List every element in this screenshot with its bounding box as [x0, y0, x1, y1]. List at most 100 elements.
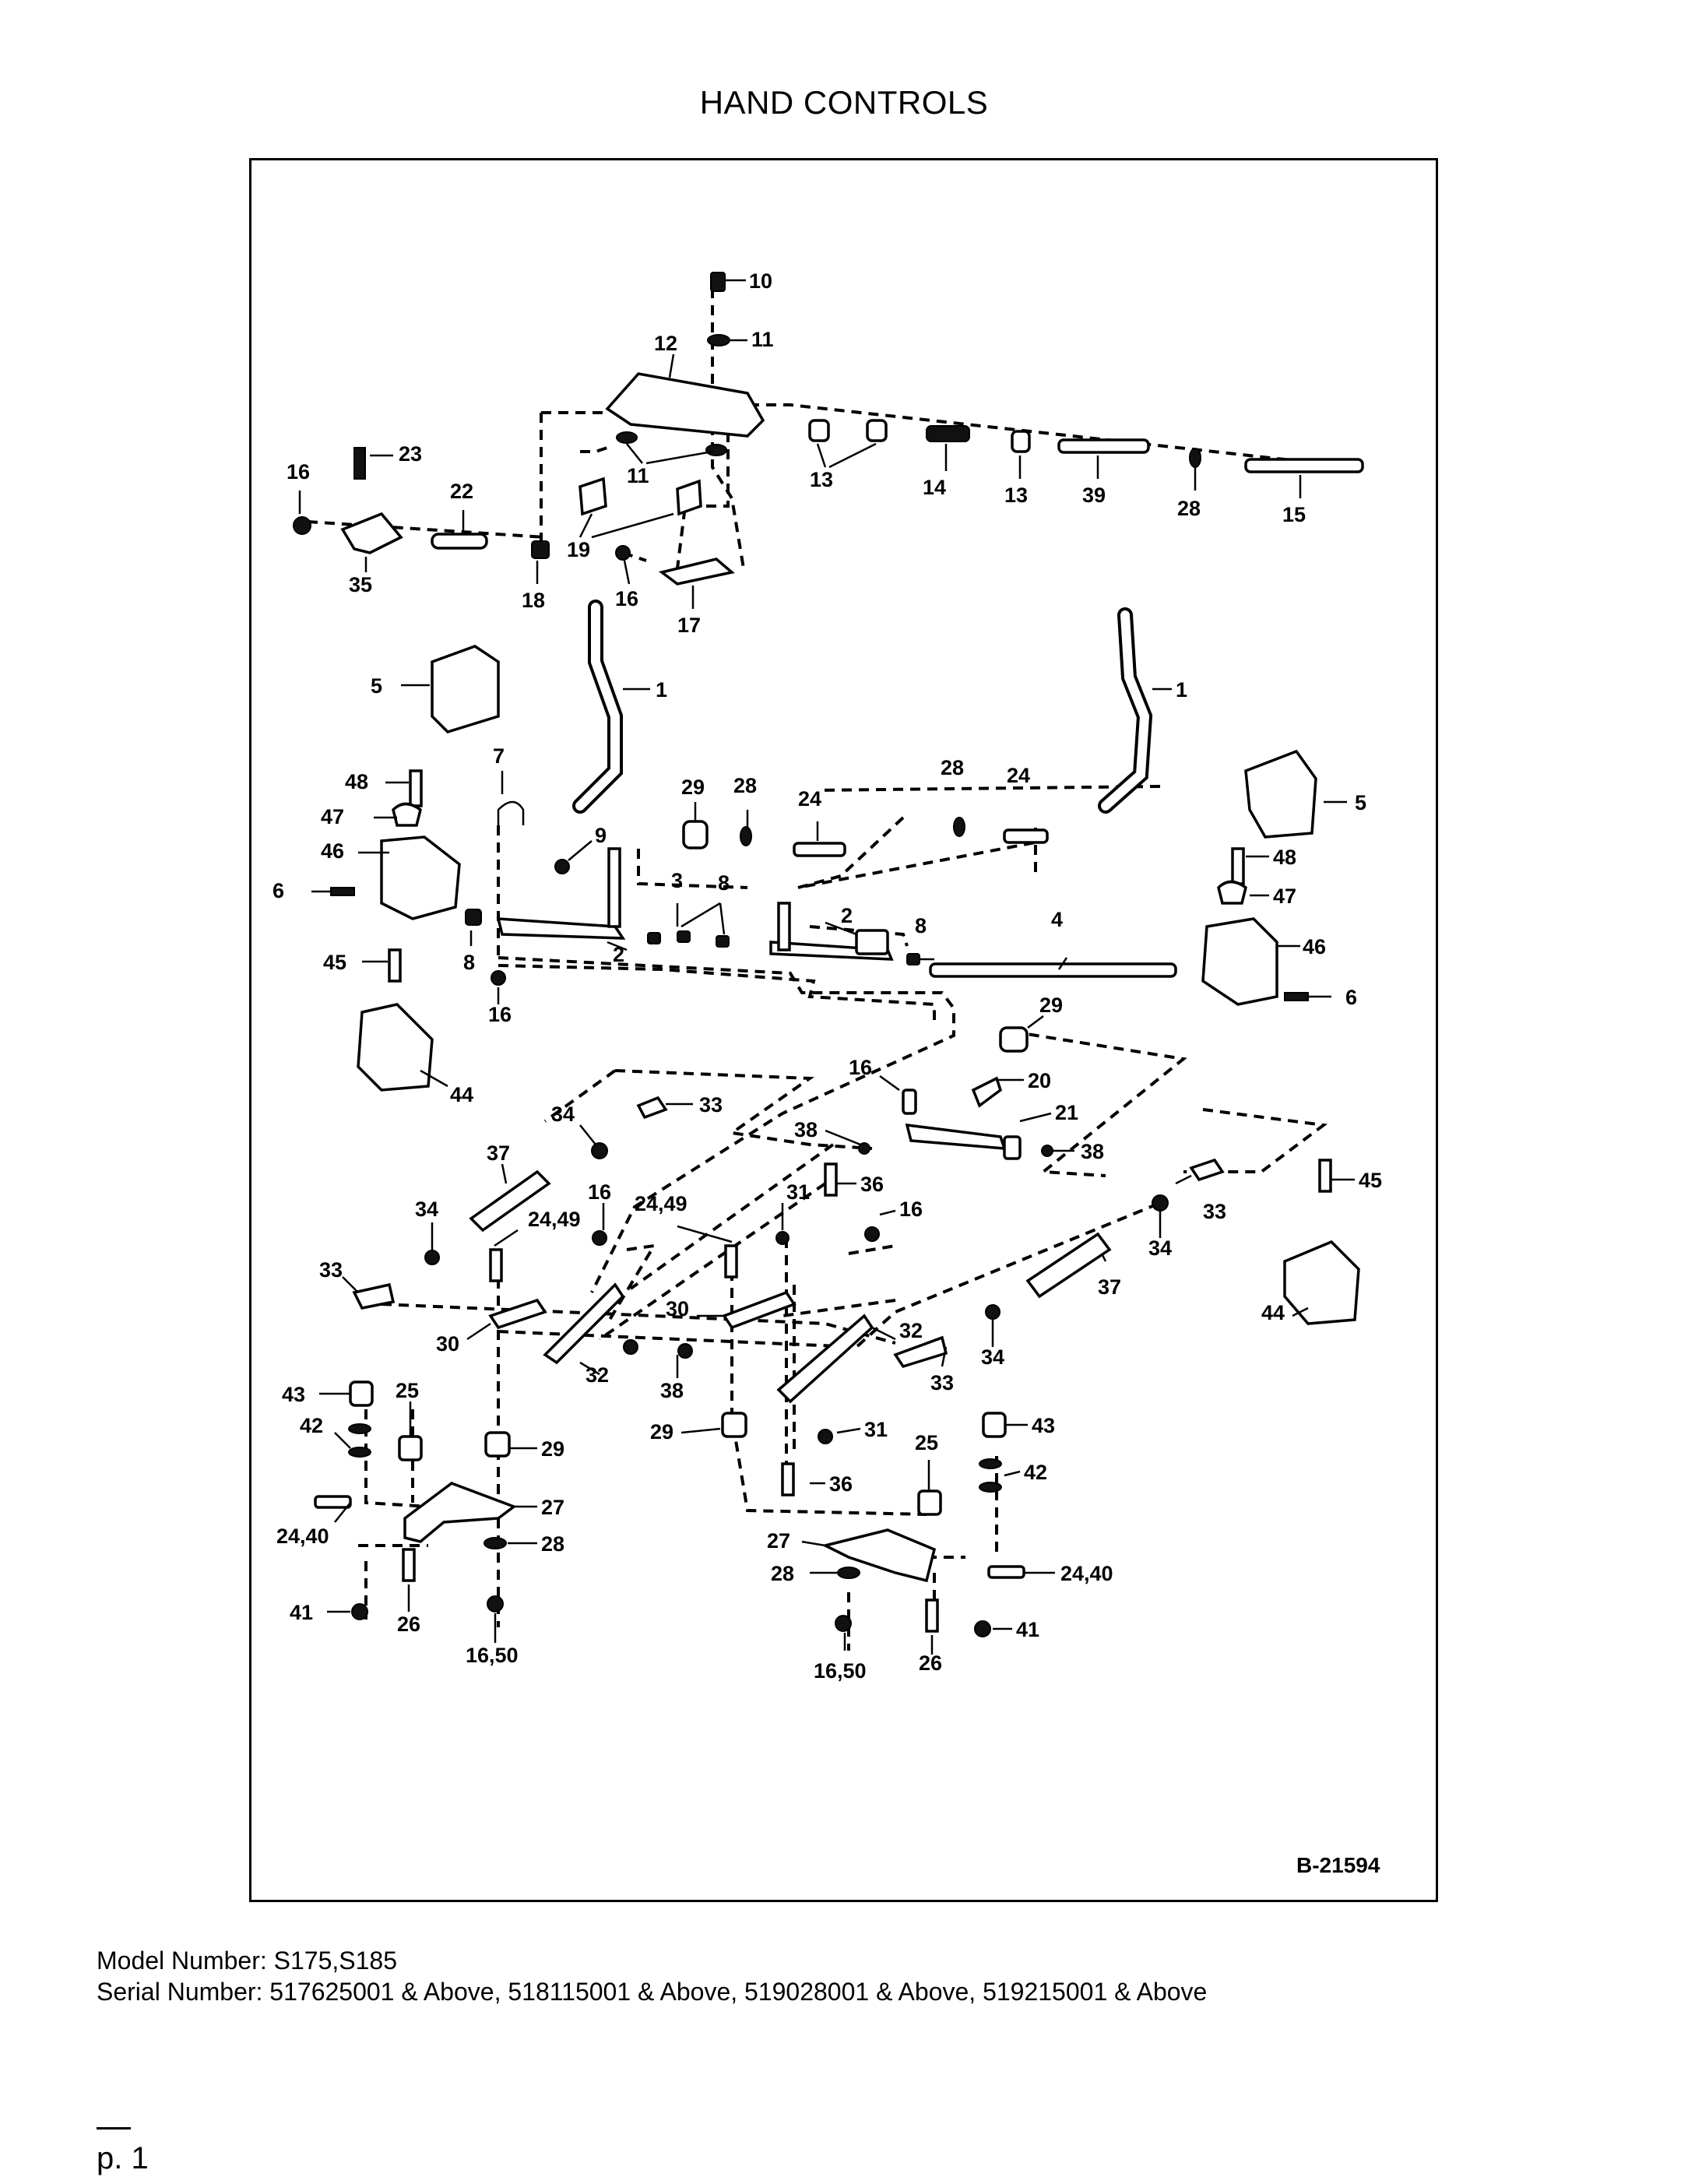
- diagram-frame: [249, 158, 1438, 1902]
- callout: 33: [699, 1093, 723, 1117]
- callout: 38: [794, 1118, 818, 1141]
- callout: 24,49: [635, 1192, 688, 1215]
- callout: 41: [1016, 1618, 1039, 1641]
- callout: 23: [399, 442, 422, 466]
- leader-lines: [298, 279, 1355, 1655]
- callout: 17: [677, 614, 701, 637]
- page-rule: [97, 2127, 131, 2129]
- callout: 16: [899, 1198, 923, 1221]
- callout: 30: [666, 1297, 689, 1321]
- callout: 39: [1082, 484, 1106, 507]
- callout: 36: [860, 1173, 884, 1196]
- callout: 5: [371, 674, 382, 698]
- callout: 14: [923, 476, 946, 499]
- callout: 13: [1004, 484, 1028, 507]
- callout: 37: [1098, 1275, 1121, 1299]
- callout: 33: [319, 1258, 343, 1282]
- callout: 28: [941, 756, 964, 779]
- callout: 16: [488, 1003, 512, 1026]
- callout: 30: [436, 1332, 459, 1356]
- callout: 46: [1303, 935, 1326, 958]
- callout: 7: [493, 744, 505, 768]
- callout: 48: [1273, 846, 1296, 869]
- callout: 2: [613, 943, 624, 966]
- callout: 21: [1055, 1101, 1078, 1124]
- callout: 24,40: [1060, 1562, 1113, 1585]
- callout: 32: [899, 1319, 923, 1342]
- page-number: p. 1: [97, 2141, 149, 2175]
- callout: 24,49: [528, 1208, 581, 1231]
- callout: 34: [1148, 1236, 1172, 1260]
- callout: 47: [321, 805, 344, 828]
- parts: [293, 272, 1364, 1637]
- callout: 29: [541, 1437, 564, 1461]
- callout: 29: [681, 775, 705, 799]
- callout: 11: [751, 328, 774, 351]
- callout: 38: [660, 1379, 684, 1402]
- callout: 42: [300, 1414, 323, 1437]
- callout: 3: [671, 869, 683, 892]
- callout: 8: [718, 871, 730, 895]
- callout: 6: [1345, 986, 1357, 1009]
- callout: 33: [930, 1371, 954, 1394]
- callout: 8: [463, 951, 475, 974]
- callout: 25: [915, 1431, 938, 1454]
- callout: 18: [522, 589, 545, 612]
- callout: 46: [321, 839, 344, 863]
- callout-labels: 10 11 12 11 13 14 13 39 28 15 23 16 22 3…: [273, 269, 1382, 1683]
- callout: 27: [767, 1529, 790, 1553]
- callout: 16: [615, 587, 638, 610]
- callout: 35: [349, 573, 372, 596]
- callout: 44: [450, 1083, 473, 1106]
- callout: 28: [733, 774, 757, 797]
- page-title: HAND CONTROLS: [699, 84, 989, 121]
- callout: 33: [1203, 1200, 1226, 1223]
- figure-reference: B-21594: [1296, 1853, 1380, 1877]
- callout: 16,50: [466, 1644, 519, 1667]
- callout: 4: [1051, 908, 1063, 931]
- callout: 16,50: [814, 1659, 867, 1683]
- callout: 13: [810, 468, 833, 491]
- callout: 32: [586, 1363, 609, 1387]
- callout: 29: [650, 1420, 673, 1444]
- callout: 31: [786, 1180, 810, 1204]
- callout: 43: [1032, 1414, 1055, 1437]
- callout: 24,40: [276, 1525, 329, 1548]
- callout: 1: [1176, 678, 1187, 702]
- callout: 42: [1024, 1461, 1047, 1484]
- callout: 2: [841, 904, 853, 927]
- callout: 44: [1261, 1301, 1285, 1324]
- callout: 38: [1081, 1140, 1104, 1163]
- callout: 31: [864, 1418, 888, 1441]
- callout: 47: [1273, 885, 1296, 908]
- callout: 29: [1039, 994, 1063, 1017]
- callout: 12: [654, 332, 677, 355]
- callout: 41: [290, 1601, 313, 1624]
- callout: 16: [849, 1056, 872, 1079]
- callout: 6: [273, 879, 284, 902]
- callout: 24: [1007, 764, 1030, 787]
- callout: 1: [656, 678, 667, 702]
- callout: 26: [919, 1651, 942, 1675]
- callout: 5: [1355, 791, 1366, 814]
- callout: 28: [771, 1562, 794, 1585]
- callout: 15: [1282, 503, 1306, 526]
- callout: 11: [627, 464, 649, 487]
- callout: 43: [282, 1383, 305, 1406]
- callout: 27: [541, 1496, 564, 1519]
- callout: 45: [1359, 1169, 1382, 1192]
- callout: 8: [915, 914, 927, 937]
- callout: 24: [798, 787, 821, 811]
- callout: 9: [595, 824, 607, 847]
- callout: 34: [981, 1345, 1004, 1369]
- callout: 10: [749, 269, 772, 293]
- callout: 45: [323, 951, 346, 974]
- callout: 16: [287, 460, 310, 484]
- callout: 48: [345, 770, 368, 793]
- callout: 20: [1028, 1069, 1051, 1092]
- model-number: Model Number: S175,S185: [97, 1947, 397, 1975]
- callout: 25: [396, 1379, 419, 1402]
- callout: 26: [397, 1613, 420, 1636]
- callout: 34: [551, 1103, 575, 1126]
